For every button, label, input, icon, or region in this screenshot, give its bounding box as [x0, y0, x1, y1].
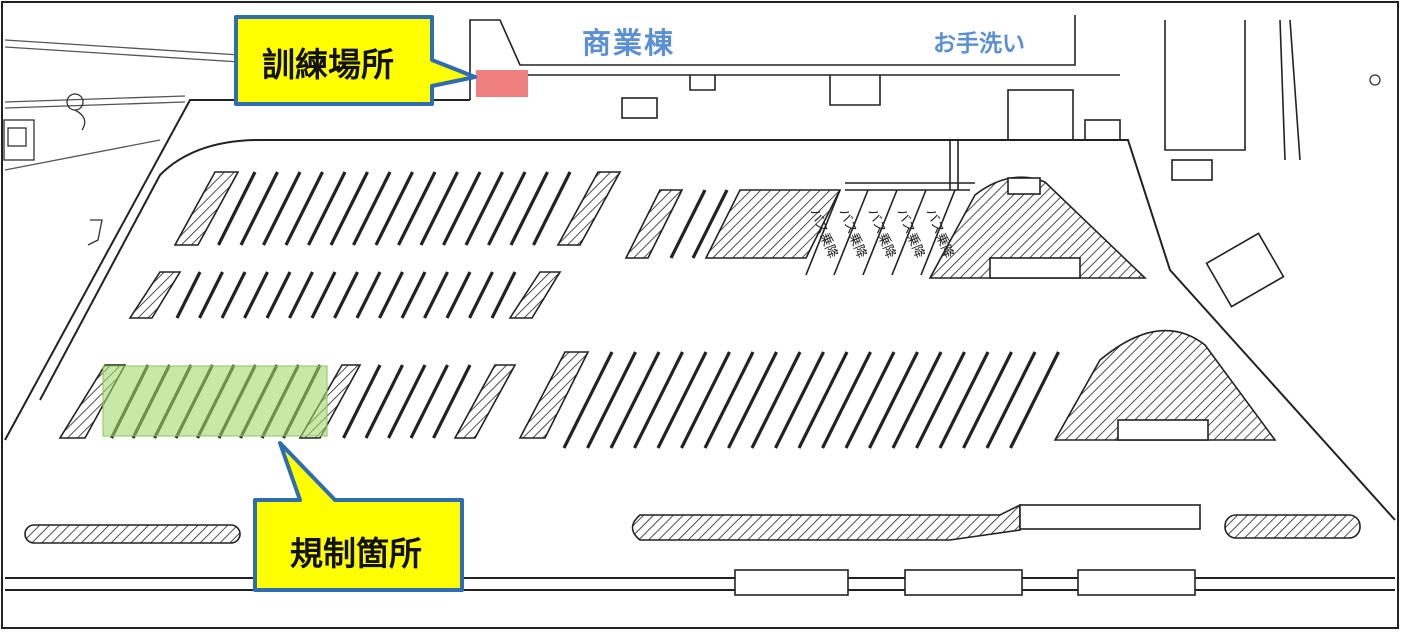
stall-line [445, 271, 472, 319]
stall-line [562, 351, 614, 449]
left-structures [3, 74, 1381, 246]
stall-line [633, 351, 684, 449]
stall-line [669, 189, 707, 259]
stall-line [265, 271, 292, 319]
stall-line [364, 364, 404, 439]
stall-line [333, 271, 359, 319]
restricted-zone-highlight [102, 365, 328, 437]
stall-line [262, 171, 302, 246]
stall-line [400, 271, 427, 319]
stall-line [532, 171, 572, 246]
bus-bays [805, 140, 975, 276]
stall-line [355, 271, 382, 319]
stall-line [239, 171, 279, 246]
stall-line [220, 271, 247, 319]
stall-line [797, 351, 849, 449]
stall-line [586, 351, 637, 449]
stall-line [464, 171, 504, 246]
stall-line [423, 271, 449, 319]
stall-line [774, 351, 825, 449]
stall-line [409, 364, 449, 439]
stall-line [307, 171, 347, 246]
training-area-marker [476, 70, 528, 97]
stall-line [468, 271, 494, 319]
access-road-lines [4, 39, 241, 171]
island-boxes [734, 177, 1209, 596]
stall-line [329, 171, 369, 246]
stall-line [490, 271, 517, 319]
stall-line [442, 171, 482, 246]
stall-line [727, 351, 778, 449]
stall-line [198, 271, 224, 319]
stall-line [703, 351, 755, 449]
stall-line [509, 171, 549, 246]
callout-training-text: 訓練場所 [262, 45, 394, 84]
stall-line [844, 351, 896, 449]
callout-training-area [234, 15, 477, 106]
callout-restricted-text: 規制箇所 [290, 534, 422, 573]
bus-stop-label: バス乗降 [923, 207, 956, 261]
hatched-zones [24, 171, 1361, 544]
stall-line [915, 351, 966, 449]
bus-stop-label: バス乗降 [894, 207, 927, 261]
stall-line [217, 171, 257, 246]
stall-line [288, 271, 314, 319]
stall-line [175, 271, 202, 319]
stall-line [378, 271, 404, 319]
stall-line [387, 364, 427, 439]
label-handwash: お手洗い [933, 31, 1025, 57]
bus-stop-label: バス乗降 [836, 207, 869, 261]
stall-line [284, 171, 324, 246]
bus-stop-label: バス乗降 [865, 207, 898, 261]
stall-line [243, 271, 269, 319]
stall-line [691, 189, 729, 259]
stall-line [868, 351, 919, 449]
stall-line [821, 351, 872, 449]
callout-restricted-area [253, 441, 464, 592]
stall-line [310, 271, 337, 319]
stall-line [962, 351, 1013, 449]
stall-line [985, 351, 1037, 449]
label-commercial-building: 商業棟 [582, 26, 676, 60]
stall-line [487, 171, 527, 246]
stall-line [680, 351, 731, 449]
stall-line [374, 171, 414, 246]
stall-line [891, 351, 943, 449]
stall-line [938, 351, 990, 449]
stall-line [397, 171, 437, 246]
stall-line [419, 171, 459, 246]
stall-line [1009, 351, 1060, 449]
stall-line [656, 351, 708, 449]
stall-line [342, 364, 382, 439]
building-edge [469, 15, 1301, 308]
stall-line [352, 171, 392, 246]
stall-line [750, 351, 802, 449]
stall-line [609, 351, 661, 449]
stall-line [432, 364, 472, 439]
